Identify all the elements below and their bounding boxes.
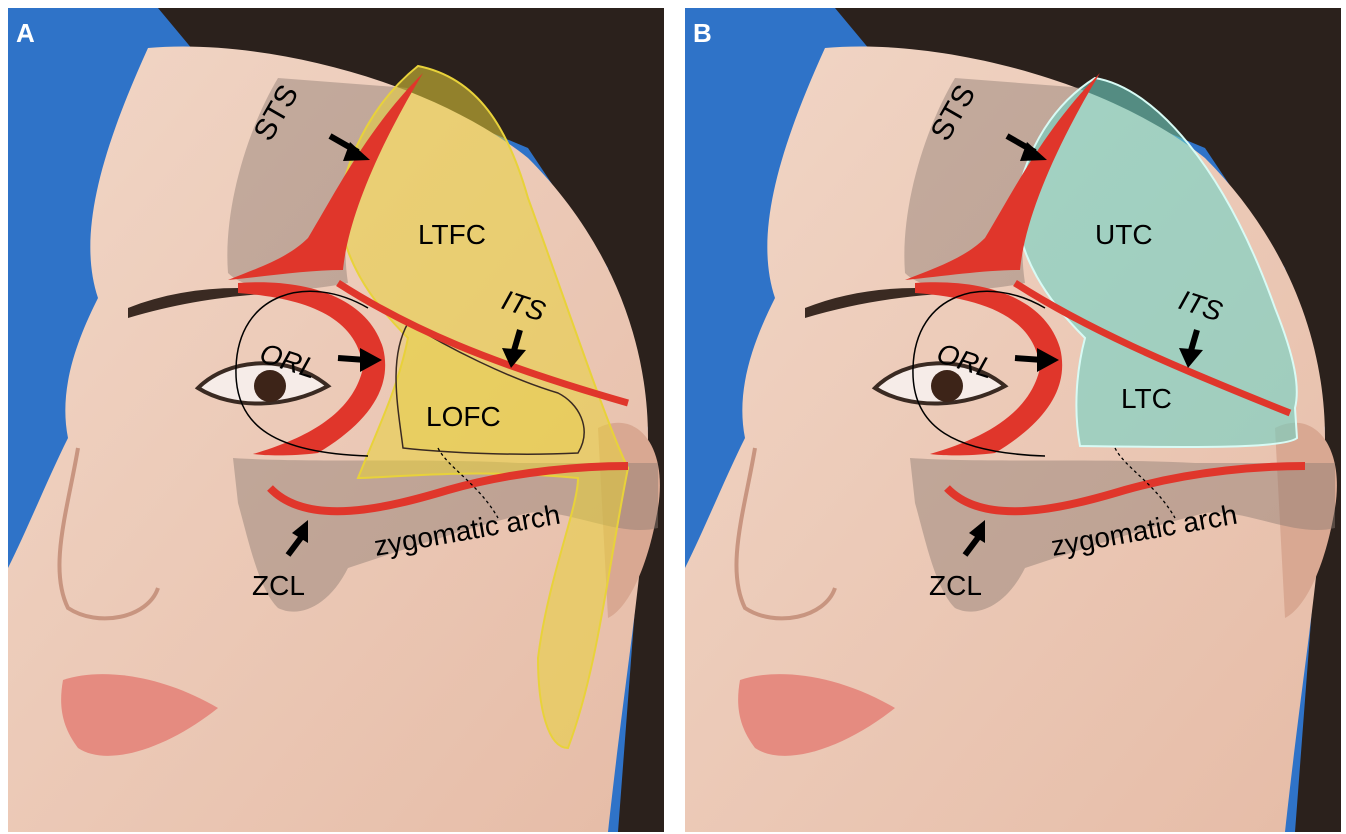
panel-b: STS UTC ITS ORL LTC zygomatic arch ZCL B: [685, 8, 1341, 832]
panel-a: STS LTFC ITS ORL LOFC zygomatic arch ZCL…: [8, 8, 664, 832]
lower-region-label: LTC: [1121, 383, 1172, 414]
lower-region-label: LOFC: [426, 401, 501, 432]
upper-region-label: UTC: [1095, 219, 1153, 250]
zcl-label: ZCL: [929, 570, 982, 601]
zcl-label: ZCL: [252, 570, 305, 601]
panel-letter: B: [693, 18, 712, 48]
panel-letter: A: [16, 18, 35, 48]
panel-a-figure: STS LTFC ITS ORL LOFC zygomatic arch ZCL…: [8, 8, 664, 832]
upper-region-label: LTFC: [418, 219, 486, 250]
panel-b-figure: STS UTC ITS ORL LTC zygomatic arch ZCL B: [685, 8, 1341, 832]
